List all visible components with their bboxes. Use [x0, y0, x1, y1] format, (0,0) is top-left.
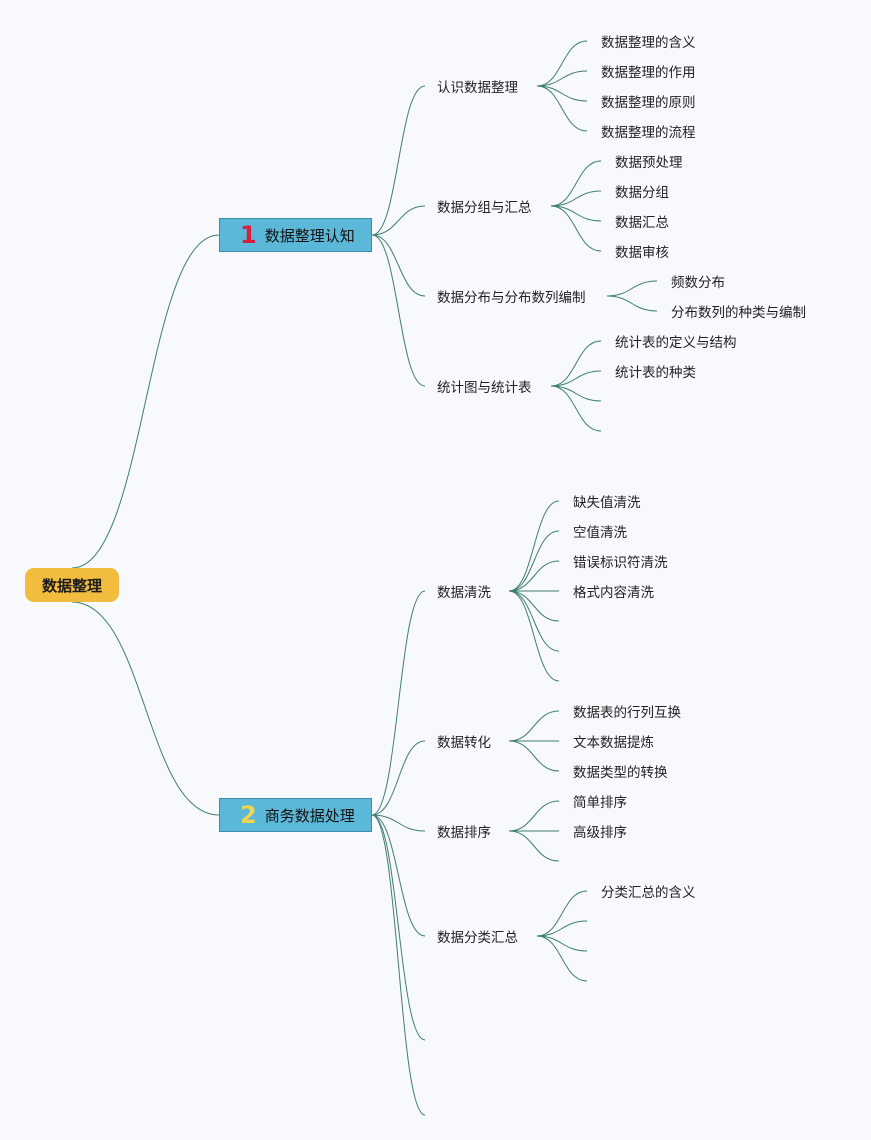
connector-leaf-2-4-3 [536, 935, 588, 952]
root-node[interactable]: 数据整理 [25, 568, 119, 602]
leaf-1-3-1[interactable]: 频数分布 [671, 275, 725, 291]
connector-leaf-2-1-5 [508, 590, 560, 622]
connector-leaf-1-1-4 [536, 85, 588, 132]
connector-leaf-2-1-1 [508, 500, 560, 592]
connector-leaf-2-4-2 [536, 920, 588, 937]
leaf-2-2-1[interactable]: 数据表的行列互换 [573, 705, 681, 721]
connector-topic-2-sub-6 [371, 814, 426, 1116]
connector-leaf-1-3-1 [606, 280, 658, 297]
connector-root-topic-1 [71, 234, 220, 569]
connector-leaf-1-4-3 [550, 385, 602, 402]
leaf-1-2-4[interactable]: 数据审核 [615, 245, 669, 261]
connector-leaf-1-1-2 [536, 70, 588, 87]
subtopic-1-2[interactable]: 数据分组与汇总 [437, 200, 532, 216]
connector-leaf-1-2-3 [550, 205, 602, 222]
connector-topic-2-sub-3 [371, 814, 426, 832]
subtopic-2-1[interactable]: 数据清洗 [437, 585, 491, 601]
number-badge-1: 1 [240, 221, 257, 249]
topic-label-1: 数据整理认知 [264, 226, 355, 245]
subtopic-1-4[interactable]: 统计图与统计表 [437, 380, 532, 396]
connector-leaf-2-3-1 [508, 800, 560, 832]
subtopic-2-3[interactable]: 数据排序 [437, 825, 491, 841]
leaf-2-1-4[interactable]: 格式内容清洗 [573, 585, 654, 601]
leaf-2-4-1[interactable]: 分类汇总的含义 [601, 885, 696, 901]
connector-topic-2-sub-5 [371, 814, 426, 1041]
connector-topic-1-sub-3 [371, 234, 426, 297]
connector-leaf-2-3-3 [508, 830, 560, 862]
connector-topic-2-sub-2 [371, 740, 426, 816]
number-badge-2: 2 [240, 801, 257, 829]
connector-topic-1-sub-2 [371, 205, 426, 236]
connector-leaf-1-2-4 [550, 205, 602, 252]
connector-leaf-2-2-1 [508, 710, 560, 742]
connector-leaf-2-2-3 [508, 740, 560, 772]
leaf-1-1-1[interactable]: 数据整理的含义 [601, 35, 696, 51]
topic-node-2[interactable]: 2 商务数据处理 [219, 798, 372, 832]
subtopic-1-1[interactable]: 认识数据整理 [437, 80, 518, 96]
connector-leaf-1-4-1 [550, 340, 602, 387]
leaf-1-4-2[interactable]: 统计表的种类 [615, 365, 696, 381]
leaf-2-1-2[interactable]: 空值清洗 [573, 525, 627, 541]
connector-leaf-2-1-6 [508, 590, 560, 652]
connector-leaf-1-1-1 [536, 40, 588, 87]
subtopic-2-2[interactable]: 数据转化 [437, 735, 491, 751]
connector-leaf-1-2-1 [550, 160, 602, 207]
leaf-1-1-2[interactable]: 数据整理的作用 [601, 65, 696, 81]
connector-leaf-1-4-2 [550, 370, 602, 387]
topic-label-2: 商务数据处理 [264, 806, 355, 825]
connector-leaf-2-4-1 [536, 890, 588, 937]
connector-topic-2-sub-1 [371, 590, 426, 816]
leaf-1-3-2[interactable]: 分布数列的种类与编制 [671, 305, 806, 321]
connector-leaf-1-1-3 [536, 85, 588, 102]
connector-leaf-2-4-4 [536, 935, 588, 982]
leaf-2-3-2[interactable]: 高级排序 [573, 825, 627, 841]
leaf-1-1-3[interactable]: 数据整理的原则 [601, 95, 696, 111]
connector-root-topic-2 [71, 601, 220, 816]
leaf-1-2-2[interactable]: 数据分组 [615, 185, 669, 201]
connector-leaf-1-3-2 [606, 295, 658, 312]
leaf-1-1-4[interactable]: 数据整理的流程 [601, 125, 696, 141]
leaf-2-2-2[interactable]: 文本数据提炼 [573, 735, 654, 751]
leaf-2-3-1[interactable]: 简单排序 [573, 795, 627, 811]
leaf-1-2-1[interactable]: 数据预处理 [615, 155, 683, 171]
connector-topic-1-sub-4 [371, 234, 426, 387]
connector-topic-1-sub-1 [371, 85, 426, 236]
connector-leaf-2-1-7 [508, 590, 560, 682]
leaf-1-4-1[interactable]: 统计表的定义与结构 [615, 335, 737, 351]
leaf-2-1-1[interactable]: 缺失值清洗 [573, 495, 641, 511]
leaf-2-1-3[interactable]: 错误标识符清洗 [573, 555, 668, 571]
connector-topic-2-sub-4 [371, 814, 426, 937]
connector-leaf-2-1-3 [508, 560, 560, 592]
leaf-1-2-3[interactable]: 数据汇总 [615, 215, 669, 231]
subtopic-2-4[interactable]: 数据分类汇总 [437, 930, 518, 946]
connector-leaf-1-4-4 [550, 385, 602, 432]
subtopic-1-3[interactable]: 数据分布与分布数列编制 [437, 290, 586, 306]
topic-node-1[interactable]: 1 数据整理认知 [219, 218, 372, 252]
connector-leaf-2-1-2 [508, 530, 560, 592]
leaf-2-2-3[interactable]: 数据类型的转换 [573, 765, 668, 781]
connector-leaf-1-2-2 [550, 190, 602, 207]
